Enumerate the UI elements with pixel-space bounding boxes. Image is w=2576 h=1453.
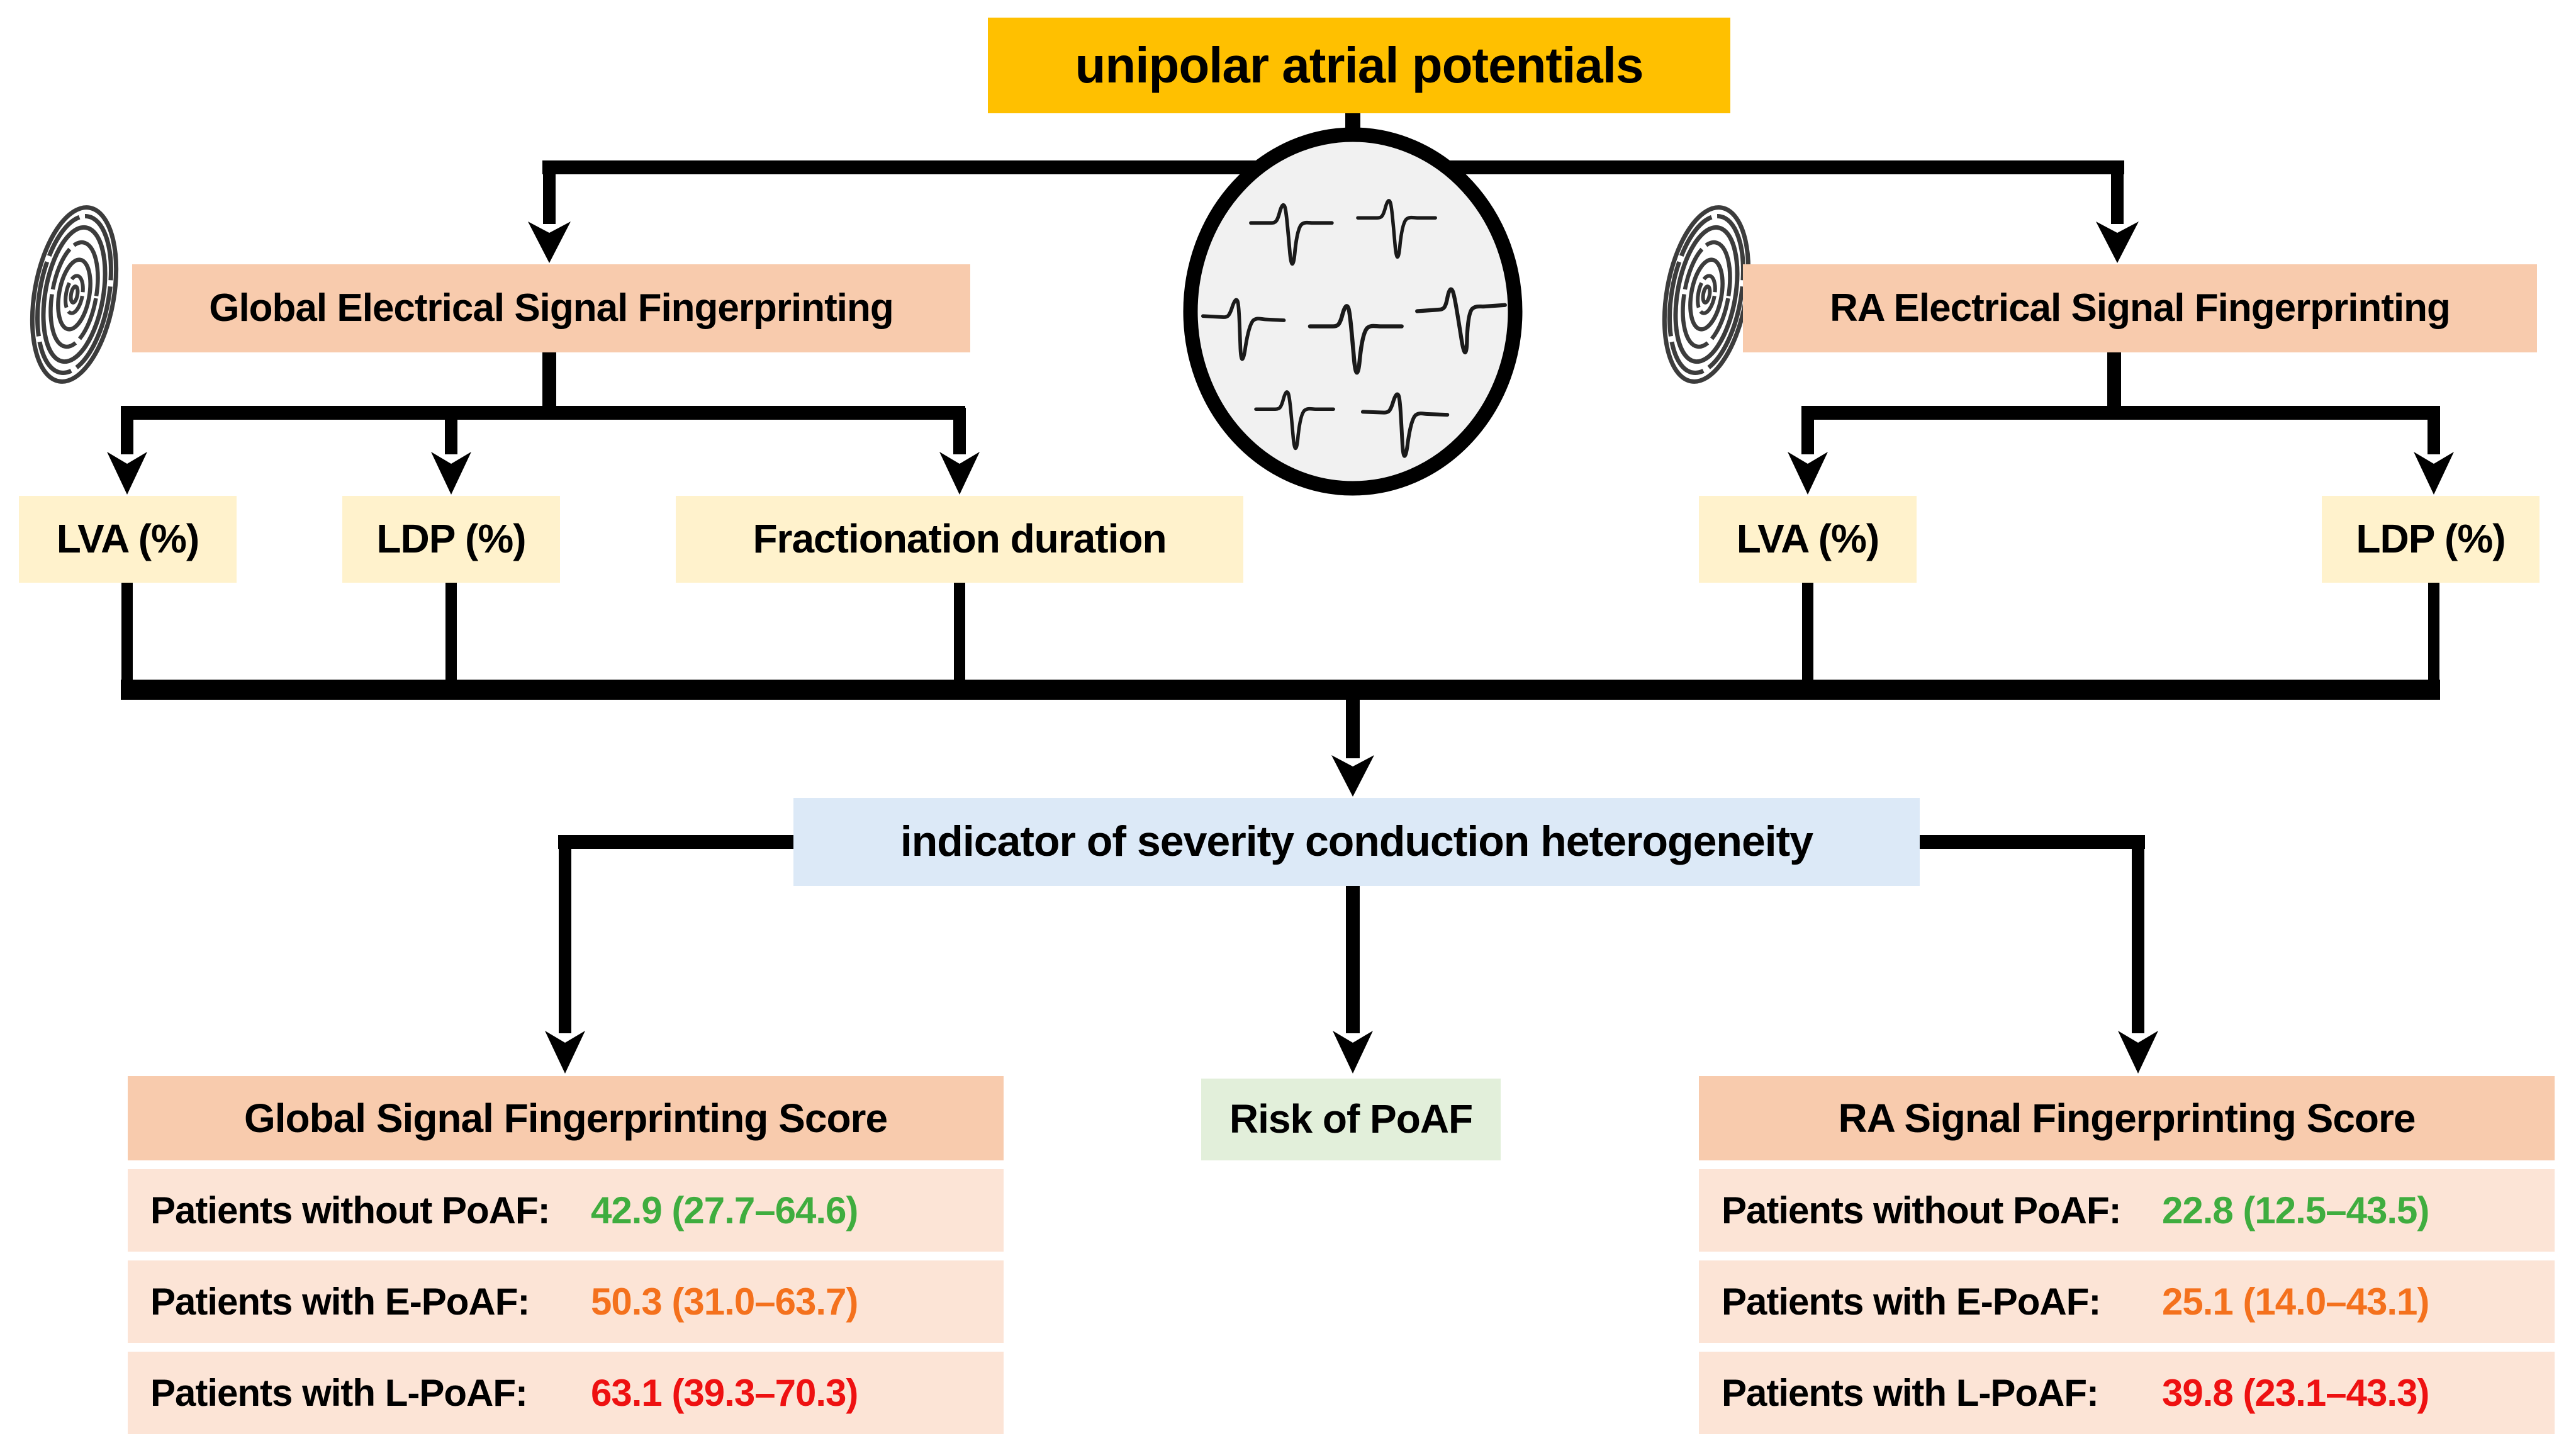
arrow-down-ldp-ra-icon [2414, 452, 2454, 495]
score-row-value: 25.1 (14.0–43.1) [2162, 1281, 2429, 1323]
score-row-value: 42.9 (27.7–64.6) [591, 1189, 858, 1231]
score-row-label: Patients without PoAF: [1722, 1189, 2122, 1231]
score-row-label: Patients with E-PoAF: [150, 1281, 530, 1323]
score-row: Patients with L-PoAF: 39.8 (23.1–43.3) [1699, 1352, 2555, 1434]
global-fingerprinting-box: Global Electrical Signal Fingerprinting [132, 264, 970, 352]
atrial-signals-circle [1183, 127, 1523, 496]
score-row: Patients without PoAF: 22.8 (12.5–43.5) [1699, 1169, 2555, 1252]
arrow-down-lva-global-icon [107, 452, 147, 495]
metric-fractionation-box: Fractionation duration [676, 496, 1243, 583]
title-box: unipolar atrial potentials [988, 18, 1730, 113]
arrow-down-global-score-icon [545, 1031, 585, 1074]
metric-ldp-global-box: LDP (%) [342, 496, 560, 583]
ra-score-table: RA Signal Fingerprinting Score Patients … [1699, 1076, 2555, 1434]
metric-lva-global-box: LVA (%) [19, 496, 237, 583]
score-row-value: 63.1 (39.3–70.3) [591, 1372, 858, 1414]
arrow-down-global-icon [528, 222, 571, 263]
ra-score-header: RA Signal Fingerprinting Score [1699, 1076, 2555, 1160]
arrow-down-ldp-global-icon [431, 452, 471, 495]
global-score-header: Global Signal Fingerprinting Score [128, 1076, 1004, 1160]
arrow-down-risk-icon [1333, 1031, 1373, 1074]
arrow-down-lva-ra-icon [1788, 452, 1828, 495]
ra-fingerprinting-box: RA Electrical Signal Fingerprinting [1743, 264, 2537, 352]
indicator-box: indicator of severity conduction heterog… [793, 798, 1920, 886]
score-row-value: 50.3 (31.0–63.7) [591, 1281, 858, 1323]
score-row-label: Patients with L-PoAF: [1722, 1372, 2099, 1414]
metric-lva-ra-box: LVA (%) [1699, 496, 1917, 583]
arrow-down-ra-icon [2096, 222, 2139, 263]
global-score-table: Global Signal Fingerprinting Score Patie… [128, 1076, 1004, 1434]
score-row-value: 39.8 (23.1–43.3) [2162, 1372, 2429, 1414]
arrow-down-indicator-icon [1331, 755, 1374, 797]
arrow-down-ra-score-icon [2118, 1031, 2158, 1074]
arrow-down-frac-icon [939, 452, 980, 495]
metric-ldp-ra-box: LDP (%) [2322, 496, 2540, 583]
risk-of-poaf-box: Risk of PoAF [1201, 1079, 1501, 1160]
score-row: Patients with E-PoAF: 50.3 (31.0–63.7) [128, 1260, 1004, 1343]
score-row-label: Patients with E-PoAF: [1722, 1281, 2101, 1323]
score-row-label: Patients with L-PoAF: [150, 1372, 528, 1414]
score-row: Patients without PoAF: 42.9 (27.7–64.6) [128, 1169, 1004, 1252]
score-row-label: Patients without PoAF: [150, 1189, 551, 1231]
fingerprint-icon-left [30, 205, 119, 384]
score-row: Patients with L-PoAF: 63.1 (39.3–70.3) [128, 1352, 1004, 1434]
score-row-value: 22.8 (12.5–43.5) [2162, 1189, 2429, 1231]
score-row: Patients with E-PoAF: 25.1 (14.0–43.1) [1699, 1260, 2555, 1343]
